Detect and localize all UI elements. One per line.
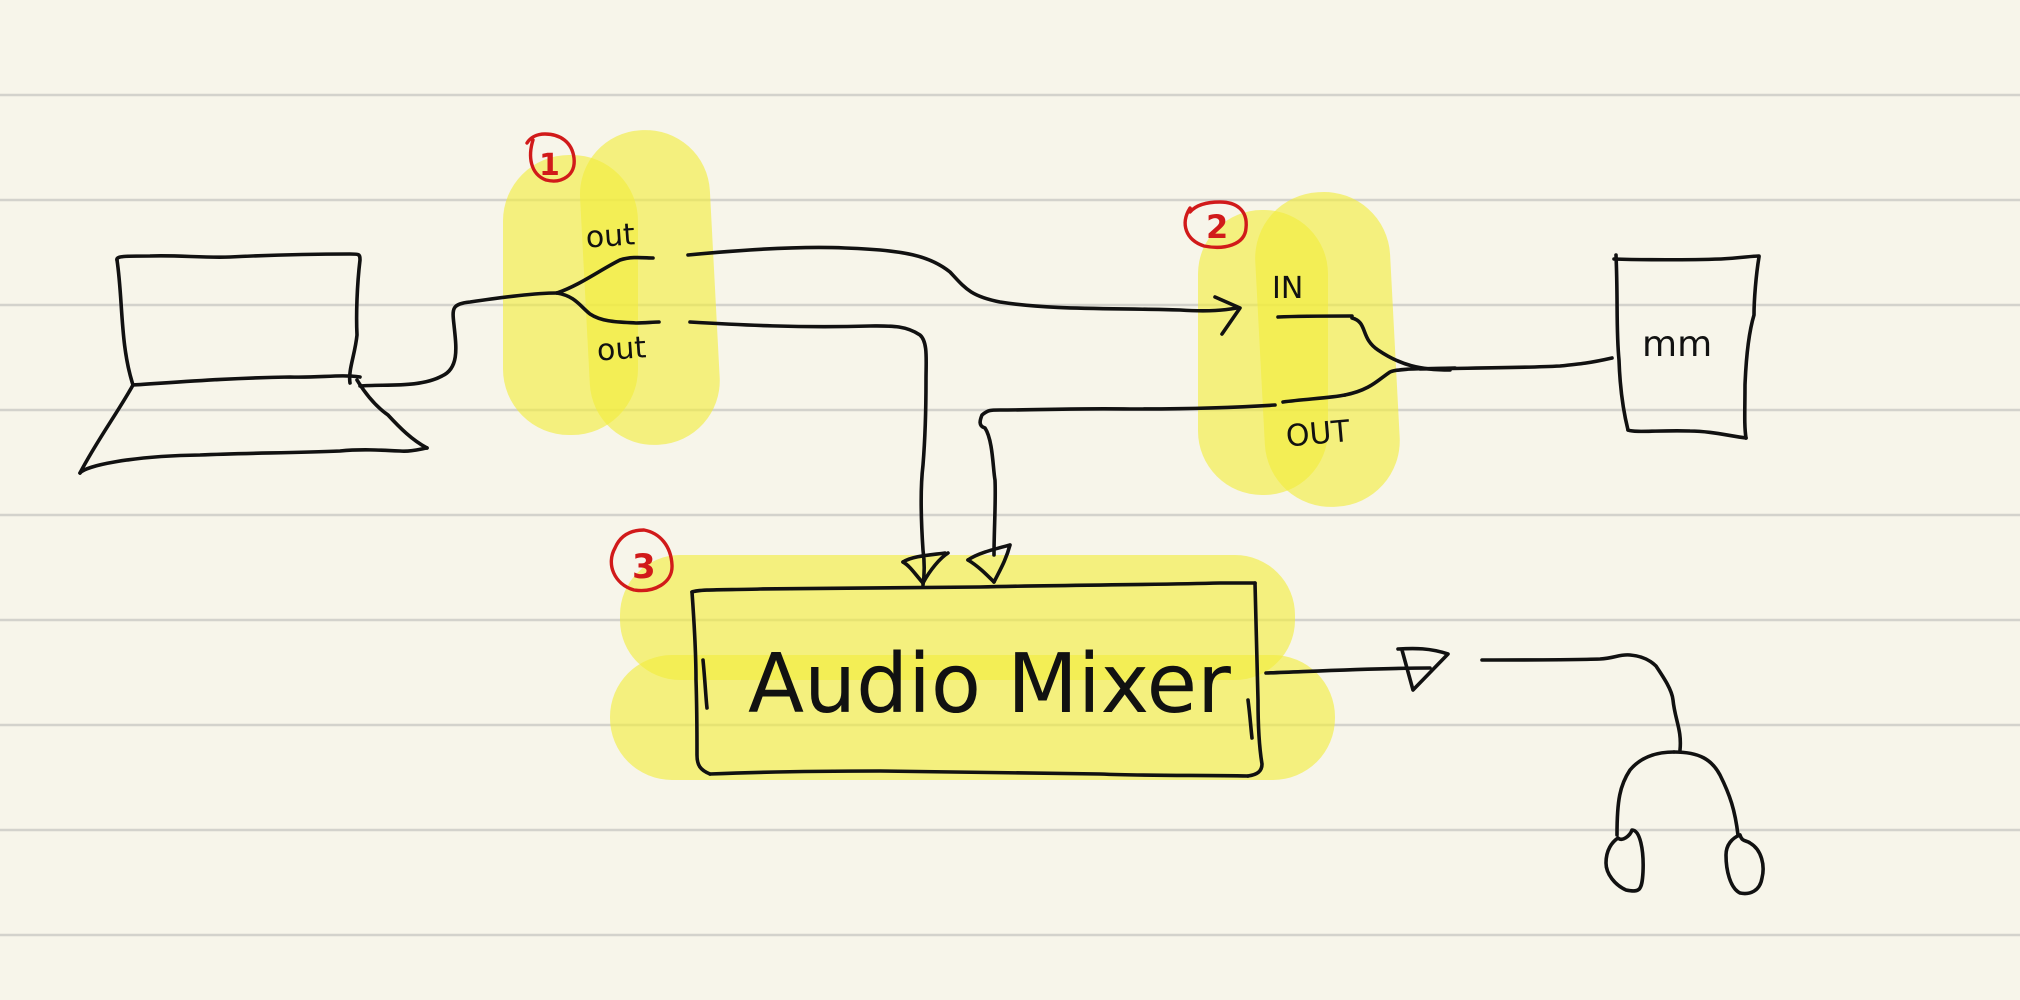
label-in: IN — [1272, 271, 1303, 306]
arrowhead-headphones — [1396, 646, 1450, 692]
label-out-top: out — [585, 217, 637, 255]
arrowhead-mixer-right-b — [966, 558, 996, 584]
highlight-mixer-b — [610, 655, 1335, 780]
line-out — [1281, 393, 1347, 404]
badge-1-number: 1 — [539, 148, 560, 183]
arrowhead-mixer-left — [901, 551, 950, 585]
arrowhead-mixer-right — [966, 543, 1012, 584]
cable-device-to-mixer — [978, 403, 1277, 557]
headphones-icon — [1604, 750, 1765, 896]
arrowhead-in — [1213, 295, 1242, 336]
mixer-label: Audio Mixer — [748, 637, 1231, 732]
line-in — [1276, 314, 1354, 319]
badge-3: 3 — [609, 528, 674, 593]
cable-out1-to-in — [686, 245, 1239, 313]
badge-2-number: 2 — [1206, 208, 1228, 246]
highlight-output-1b — [579, 130, 720, 445]
badge-1: 1 — [525, 132, 576, 183]
cable-out2-to-mixer — [688, 320, 929, 587]
cable-split-top — [555, 255, 655, 295]
cable-headphones — [1480, 653, 1683, 752]
notebook-rules — [0, 93, 2020, 937]
badge-2: 2 — [1183, 200, 1248, 249]
label-out-bottom: out — [596, 330, 648, 368]
cable-split-bottom — [555, 291, 661, 325]
cable-laptop-out — [358, 291, 559, 388]
arrowhead-mixer-left-b — [901, 560, 925, 585]
badge-3-number: 3 — [632, 547, 656, 587]
highlight-io-2b — [1255, 192, 1400, 507]
label-out-device: OUT — [1285, 414, 1352, 454]
monitor-icon: mm — [1612, 253, 1761, 440]
laptop-icon — [78, 252, 429, 475]
audio-mixer-box: Audio Mixer — [690, 581, 1264, 778]
cable-mixer-out — [1264, 666, 1432, 675]
monitor-scribble: mm — [1642, 324, 1712, 365]
cable-monitor — [1418, 356, 1614, 371]
